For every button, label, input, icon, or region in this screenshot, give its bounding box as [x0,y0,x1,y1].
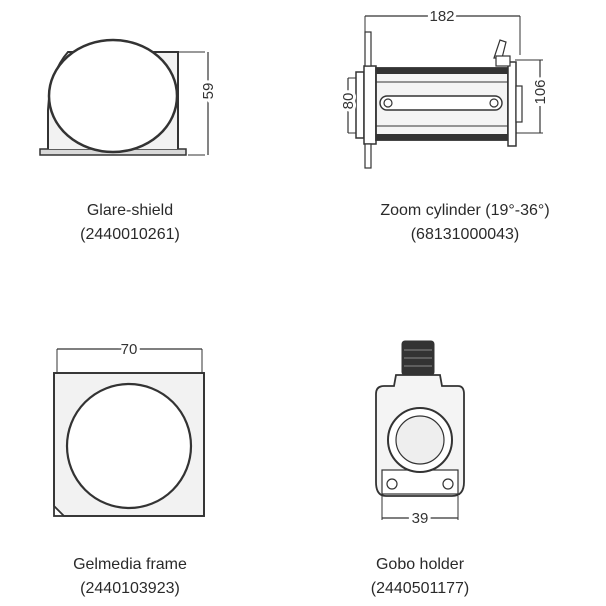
zoom-cylinder-rear-height-label: 106 [532,79,549,104]
glare-shield-code: (2440010261) [80,226,180,243]
zoom-cylinder-length-label: 182 [429,8,454,25]
gobo-holder-code: (2440501177) [370,580,470,597]
glare-shield-name: Glare-shield [86,202,174,219]
gelmedia-frame-name: Gelmedia frame [73,556,187,573]
zoom-cylinder-front-height-label: 80 [340,93,357,110]
gelmedia-frame-width-label: 70 [121,341,138,358]
zoom-cylinder-name: Zoom cylinder (19°-36°) [380,202,550,219]
zoom-cylinder-code: (68131000043) [410,226,520,243]
zoom-cylinder-caption: Zoom cylinder (19°-36°) (68131000043) [330,199,600,247]
glare-shield-drawing [39,38,209,156]
gobo-holder-width-label: 39 [412,510,429,527]
gelmedia-frame-caption: Gelmedia frame (2440103923) [20,553,240,601]
glare-shield-height-label: 59 [200,83,217,100]
gobo-holder-caption: Gobo holder (2440501177) [310,553,530,601]
gelmedia-frame-code: (2440103923) [80,580,180,597]
zoom-cylinder-drawing [347,15,543,169]
gelmedia-frame-drawing [53,348,205,517]
glare-shield-caption: Glare-shield (2440010261) [20,199,240,247]
gobo-holder-name: Gobo holder [375,556,465,573]
gobo-holder-drawing [375,340,465,520]
